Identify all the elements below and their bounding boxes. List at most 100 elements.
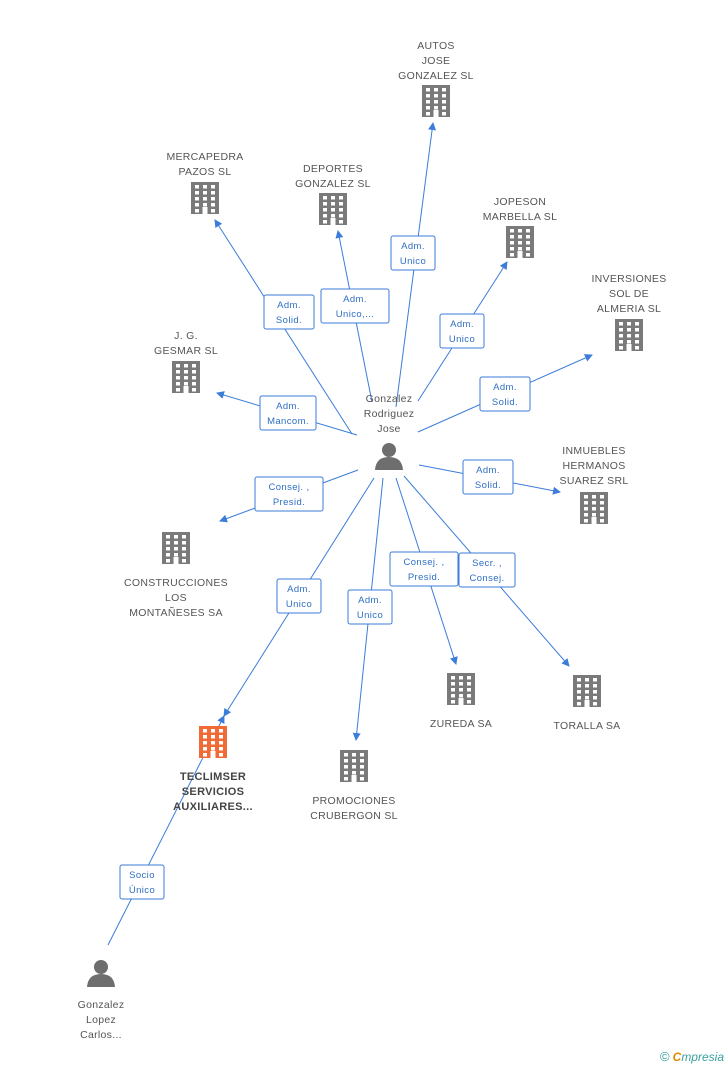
edge-role-label[interactable]: Adm.Unico	[439, 313, 485, 349]
edge-role-label[interactable]: Adm.Mancom.	[259, 395, 317, 431]
edge-gonzalez_jose-to-toralla: Secr. , Consej.	[403, 475, 570, 667]
node-label: JOSE	[422, 55, 451, 67]
node-label: PAZOS SL	[179, 166, 232, 178]
edge-role-text: Adm.	[276, 401, 300, 412]
node-label: Rodriguez	[364, 408, 415, 420]
node-label: JOPESON	[494, 196, 546, 208]
edges-layer: Adm.UnicoAdm.Solid.Adm.Unico,...Adm.Unic…	[107, 122, 593, 946]
edge-role-text: Unico	[286, 599, 312, 610]
edge-role-box	[276, 578, 322, 614]
edge-role-box	[259, 395, 317, 431]
edge-role-text: Presid.	[408, 572, 440, 583]
edge-role-text: Consej.	[469, 573, 504, 584]
building-icon	[162, 532, 190, 564]
building-icon	[422, 85, 450, 117]
node-mercapedra[interactable]: MERCAPEDRA PAZOS SL	[166, 151, 243, 214]
edge-gonzalez_jose-to-jopeson: Adm.Unico	[417, 261, 508, 402]
node-label: GONZALEZ SL	[398, 70, 474, 82]
node-label: Carlos...	[80, 1029, 122, 1041]
node-label: AUTOS	[417, 40, 454, 52]
edge-gonzalez_jose-to-inversiones: Adm.Solid.	[417, 354, 593, 433]
edge-role-text: Socio	[129, 870, 155, 881]
node-inmuebles[interactable]: INMUEBLES HERMANOS SUAREZ SRL	[560, 445, 629, 524]
node-deportes[interactable]: DEPORTES GONZALEZ SL	[295, 163, 371, 225]
edge-role-label[interactable]: Secr. , Consej.	[458, 552, 516, 588]
node-label: Lopez	[86, 1014, 116, 1026]
edge-role-text: Adm.	[343, 294, 367, 305]
edge-role-text: Solid.	[475, 480, 501, 491]
node-label: GESMAR SL	[154, 345, 218, 357]
edge-role-label[interactable]: Adm. Solid.	[263, 294, 315, 330]
building-icon	[340, 750, 368, 782]
node-autos[interactable]: AUTOS JOSE GONZALEZ SL	[398, 40, 474, 117]
node-jg[interactable]: J. G. GESMAR SL	[154, 330, 218, 393]
edge-role-box	[479, 376, 531, 412]
edge-role-box	[347, 589, 393, 625]
building-icon	[573, 675, 601, 707]
node-jopeson[interactable]: JOPESON MARBELLA SL	[483, 196, 558, 258]
edge-role-box	[462, 459, 514, 495]
edge-role-box	[458, 552, 516, 588]
building-icon	[580, 492, 608, 524]
edge-gonzalez_jose-to-deportes: Adm.Unico,...	[320, 230, 390, 403]
copyright-symbol: ©	[660, 1049, 670, 1064]
person-icon	[375, 443, 403, 470]
edge-role-text: Adm.	[450, 319, 474, 330]
edge-gonzalez_jose-to-inmuebles: Adm.Solid.	[418, 459, 561, 495]
node-gonzalez-carlos[interactable]: GonzalezLopezCarlos...	[78, 960, 125, 1041]
edge-role-label[interactable]: Adm.Solid.	[462, 459, 514, 495]
edge-role-text: Secr. ,	[472, 558, 502, 569]
person-icon	[87, 960, 115, 987]
edge-role-text: Consej. ,	[268, 482, 309, 493]
node-label: INMUEBLES	[562, 445, 625, 457]
building-icon	[506, 226, 534, 258]
edge-role-label[interactable]: Adm.Unico	[276, 578, 322, 614]
node-label: SERVICIOS	[182, 786, 244, 798]
edge-role-text: Adm.	[277, 300, 301, 311]
edge-gonzalez_jose-to-teclimser: Adm.Unico	[223, 477, 375, 717]
node-label: Jose	[377, 423, 400, 435]
node-label: MARBELLA SL	[483, 211, 558, 223]
node-teclimser[interactable]: TECLIMSERSERVICIOSAUXILIARES...	[173, 726, 253, 813]
node-label: CRUBERGON SL	[310, 810, 398, 822]
node-label: HERMANOS	[562, 460, 625, 472]
edge-role-label[interactable]: Adm.Solid.	[479, 376, 531, 412]
node-label: SUAREZ SRL	[560, 475, 629, 487]
edge-role-label[interactable]: Consej. , Presid.	[254, 476, 324, 512]
edge-role-label[interactable]: Consej. ,Presid.	[389, 551, 459, 587]
edge-gonzalez_jose-to-autos: Adm.Unico	[390, 122, 437, 408]
building-icon	[447, 673, 475, 705]
edge-role-text: Adm.	[493, 382, 517, 393]
node-label: INVERSIONES	[591, 273, 666, 285]
node-label: AUXILIARES...	[173, 801, 253, 813]
edge-role-label[interactable]: Adm.Unico,...	[320, 288, 390, 324]
node-label: SOL DE	[609, 288, 649, 300]
node-zureda[interactable]: ZUREDA SA	[430, 673, 492, 730]
edge-role-label[interactable]: Adm.Unico	[347, 589, 393, 625]
building-icon	[199, 726, 227, 758]
building-icon	[615, 319, 643, 351]
node-label: ZUREDA SA	[430, 718, 492, 730]
copyright-footer: ©Cmpresia	[660, 1049, 724, 1064]
node-label: MERCAPEDRA	[166, 151, 243, 163]
edge-role-text: Unico	[357, 610, 383, 621]
edge-role-text: Presid.	[273, 497, 305, 508]
node-label: GONZALEZ SL	[295, 178, 371, 190]
node-label: Gonzalez	[366, 393, 413, 405]
node-toralla[interactable]: TORALLA SA	[553, 675, 620, 732]
node-label: DEPORTES	[303, 163, 363, 175]
edge-role-text: Solid.	[276, 315, 302, 326]
brand-initial: C	[672, 1050, 682, 1064]
building-icon	[191, 182, 219, 214]
edge-role-box	[263, 294, 315, 330]
edge-role-text: Único	[129, 885, 155, 896]
node-label: J. G.	[174, 330, 198, 342]
edge-role-text: Unico	[400, 256, 426, 267]
edge-role-label[interactable]: Adm.Unico	[390, 235, 436, 271]
